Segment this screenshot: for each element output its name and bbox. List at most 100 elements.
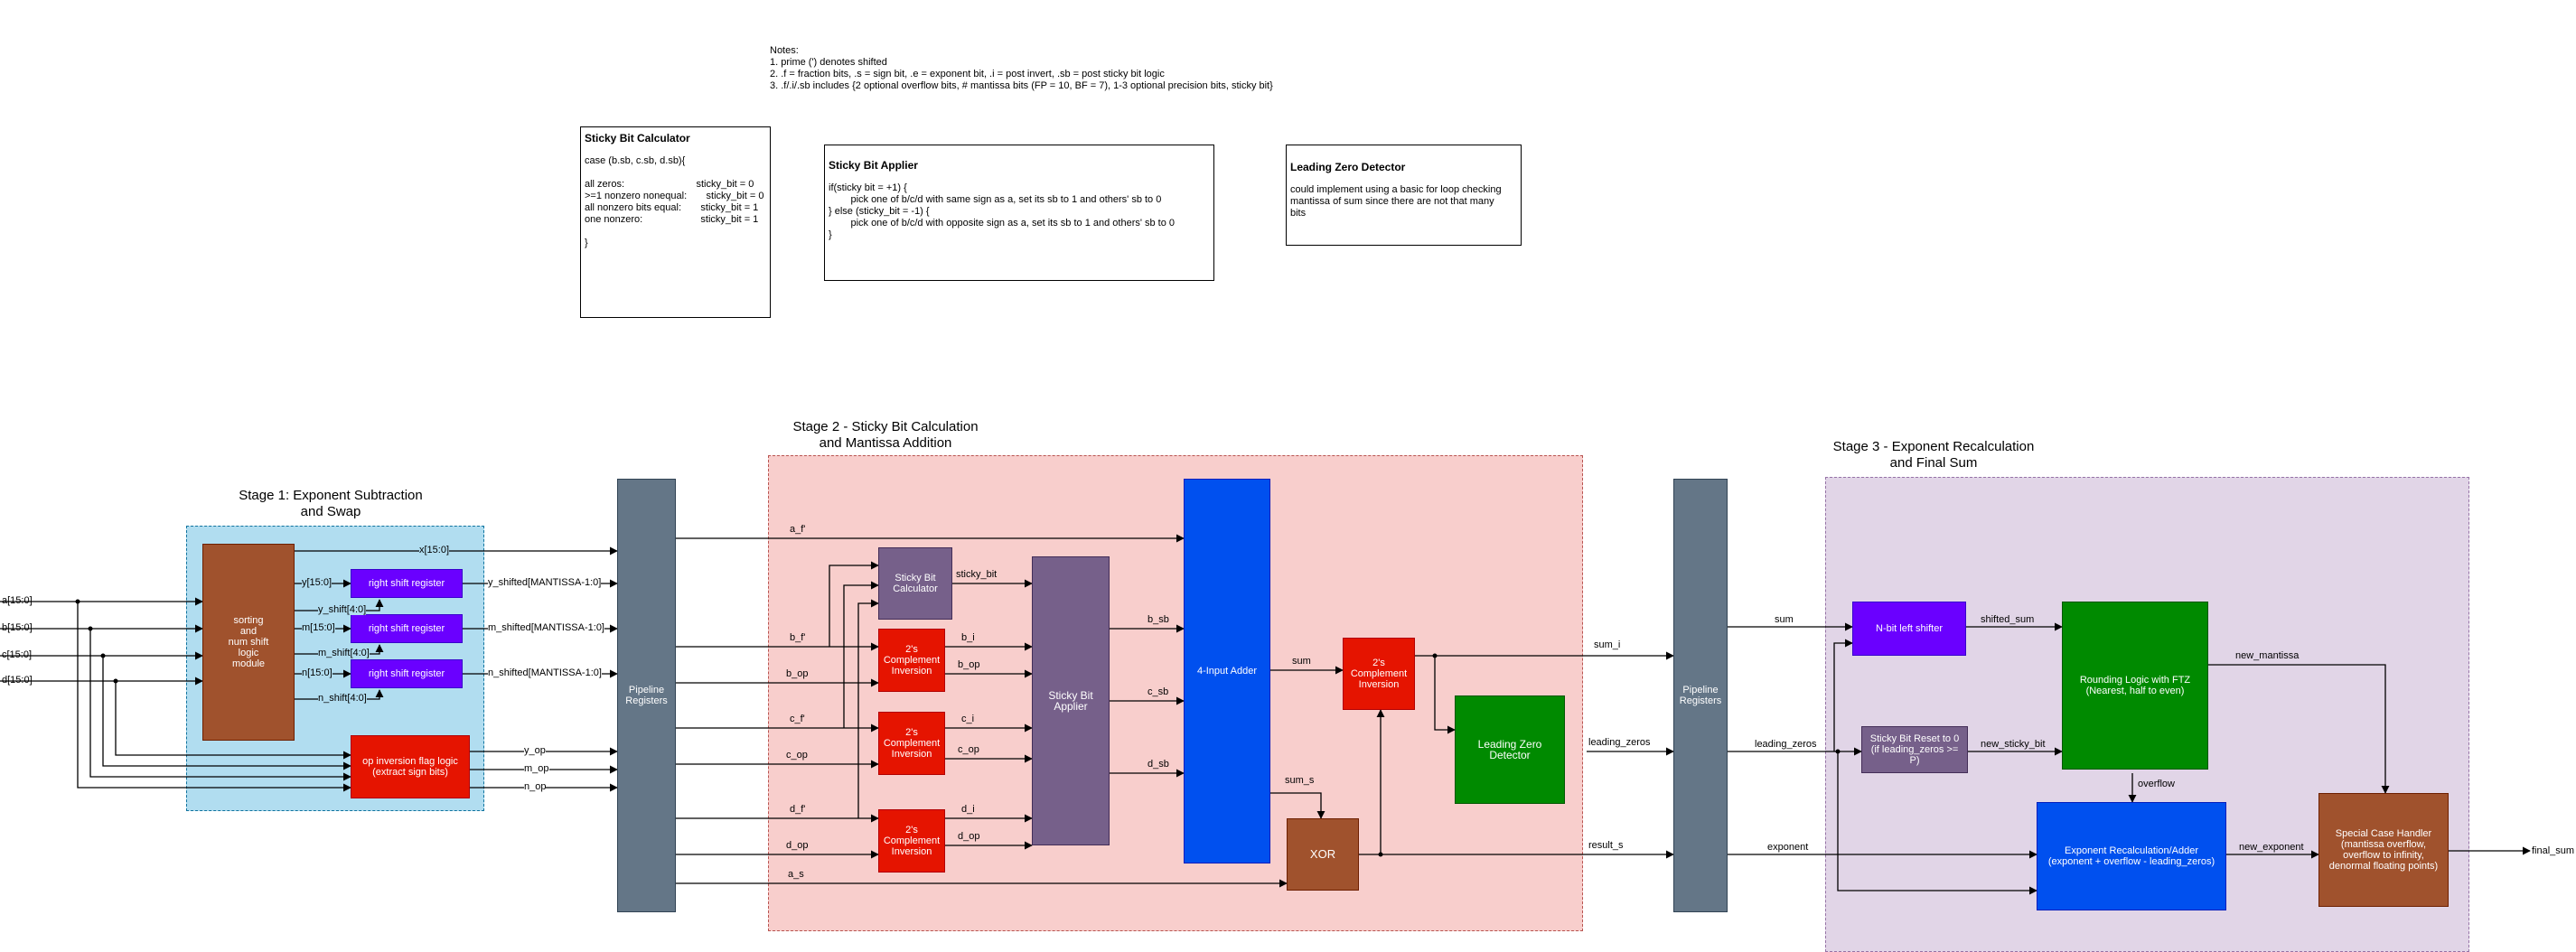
pipeline-registers-2: Pipeline Registers [1673, 479, 1728, 912]
pipeline-registers-1: Pipeline Registers [617, 479, 676, 912]
wire-sign-c [102, 656, 351, 770]
junction-dot [113, 678, 118, 684]
sticky-applier-note-title: Sticky Bit Applier [829, 159, 918, 172]
four-input-adder: 4-Input Adder [1184, 479, 1270, 863]
exponent-recalculation: Exponent Recalculation/Adder (exponent +… [2037, 802, 2226, 910]
complement-inversion-sum: 2's Complement Inversion [1343, 638, 1415, 710]
label-sum-s: sum_s [1285, 775, 1315, 786]
junction-dot [1432, 653, 1438, 658]
stage3-label: Stage 3 - Exponent Recalculation and Fin… [1832, 439, 2035, 471]
label-result-s: result_s [1588, 840, 1624, 851]
label-m-shift: m_shift[4:0] [318, 648, 370, 658]
complement-inversion-c: 2's Complement Inversion [878, 712, 945, 775]
notes-title: Notes: [770, 45, 799, 56]
label-d-f: d_f' [790, 804, 806, 815]
sticky-calculator-note: Sticky Bit Calculator case (b.sb, c.sb, … [580, 126, 771, 318]
lzd-note: Leading Zero Detector could implement us… [1286, 145, 1522, 246]
wire-sign-d [115, 681, 351, 760]
rounding-logic: Rounding Logic with FTZ (Nearest, half t… [2062, 602, 2208, 770]
label-y-shift: y_shift[4:0] [318, 604, 367, 615]
label-n-shifted: n_shifted[MANTISSA-1:0] [488, 667, 602, 678]
label-a-f: a_f' [790, 524, 806, 535]
note-line: case (b.sb, c.sb, d.sb){ [585, 155, 686, 166]
wire-lz-to-exp [1837, 751, 2037, 895]
label-sum3: sum [1775, 614, 1794, 625]
sticky-bit-calculator: Sticky Bit Calculator [878, 547, 952, 620]
right-shift-register-m: right shift register [351, 614, 463, 643]
label-c-sb: c_sb [1147, 686, 1169, 697]
wire-df-to-sticky [857, 599, 879, 818]
note-line: if(sticky bit = +1) { [829, 182, 907, 193]
label-c-op: c_op [786, 750, 808, 761]
label-c-in: c[15:0] [2, 649, 33, 660]
sticky-applier-note: Sticky Bit Applier if(sticky bit = +1) {… [824, 145, 1214, 281]
label-y: y[15:0] [302, 577, 333, 588]
label-overflow: overflow [2138, 779, 2175, 789]
sticky-bit-reset: Sticky Bit Reset to 0 (if leading_zeros … [1861, 726, 1968, 773]
note-line: bits [1290, 208, 1307, 219]
label-b-sb: b_sb [1147, 614, 1169, 625]
note-line: pick one of b/c/d with opposite sign as … [829, 218, 1176, 229]
wire-new-mantissa [2208, 664, 2390, 794]
label-d-i: d_i [961, 804, 975, 815]
label-d-op: d_op [786, 840, 809, 851]
wire-bf-to-sticky [829, 561, 879, 647]
complement-inversion-b: 2's Complement Inversion [878, 629, 945, 692]
label-b-in: b[15:0] [2, 622, 33, 633]
label-leading-zeros3: leading_zeros [1755, 739, 1817, 750]
junction-dot [75, 599, 80, 604]
label-m: m[15:0] [302, 622, 335, 633]
wire-sum-s [1270, 792, 1325, 819]
label-new-sticky-bit: new_sticky_bit [1981, 739, 2046, 750]
right-shift-register-n: right shift register [351, 659, 463, 688]
n-bit-left-shifter: N-bit left shifter [1852, 602, 1966, 656]
label-b-i: b_i [961, 632, 975, 643]
notes-line-1: 1. prime (') denotes shifted [770, 57, 887, 68]
notes-text: Notes: 1. prime (') denotes shifted 2. .… [770, 45, 1273, 92]
label-d-op2: d_op [958, 831, 980, 842]
label-n-op: n_op [524, 781, 547, 792]
label-final-sum: final_sum [2532, 845, 2575, 856]
label-c-f: c_f' [790, 714, 805, 724]
label-exponent: exponent [1767, 842, 1809, 853]
label-y-op: y_op [524, 745, 546, 756]
label-c-op2: c_op [958, 744, 979, 755]
label-a-in: a[15:0] [2, 595, 33, 606]
special-case-handler: Special Case Handler (mantissa overflow,… [2318, 793, 2449, 907]
wire-cf-to-sticky [843, 581, 879, 728]
label-new-mantissa: new_mantissa [2235, 650, 2300, 661]
wire-sum-i-to-lzd [1434, 656, 1456, 734]
note-line: } [829, 229, 832, 240]
wire-lz-to-shifter [1833, 639, 1853, 751]
op-inversion-flag-logic: op inversion flag logic (extract sign bi… [351, 735, 470, 798]
note-line: >=1 nonzero nonequal: sticky_bit = 0 [585, 191, 764, 201]
label-b-f: b_f' [790, 632, 806, 643]
label-n-shift: n_shift[4:0] [318, 693, 367, 704]
label-n: n[15:0] [302, 667, 333, 678]
junction-dot [1378, 852, 1383, 857]
label-b-op2: b_op [958, 659, 980, 670]
junction-dot [100, 653, 106, 658]
wire-sign-a [77, 602, 351, 792]
label-m-shifted: m_shifted[MANTISSA-1:0] [488, 622, 604, 633]
label-leading-zeros: leading_zeros [1588, 737, 1651, 748]
note-line: } [585, 238, 588, 248]
junction-dot [1835, 749, 1841, 754]
wire-sign-b [89, 629, 351, 781]
stage1-label: Stage 1: Exponent Subtraction and Swap [239, 488, 423, 519]
sticky-bit-applier: Sticky Bit Applier [1032, 556, 1110, 845]
note-line: } else (sticky_bit = -1) { [829, 206, 930, 217]
note-line: mantissa of sum since there are not that… [1290, 196, 1494, 207]
junction-dot [88, 626, 93, 631]
label-d-sb: d_sb [1147, 759, 1169, 770]
lzd-note-title: Leading Zero Detector [1290, 161, 1406, 173]
complement-inversion-d: 2's Complement Inversion [878, 809, 945, 873]
note-line: one nonzero: sticky_bit = 1 [585, 214, 759, 225]
label-d-in: d[15:0] [2, 675, 33, 686]
label-shifted-sum: shifted_sum [1981, 614, 2035, 625]
notes-line-2: 2. .f = fraction bits, .s = sign bit, .e… [770, 69, 1165, 79]
label-sum-i: sum_i [1594, 639, 1621, 650]
stage2-label: Stage 2 - Sticky Bit Calculation and Man… [792, 419, 979, 451]
label-new-exponent: new_exponent [2239, 842, 2304, 853]
right-shift-register-y: right shift register [351, 569, 463, 598]
